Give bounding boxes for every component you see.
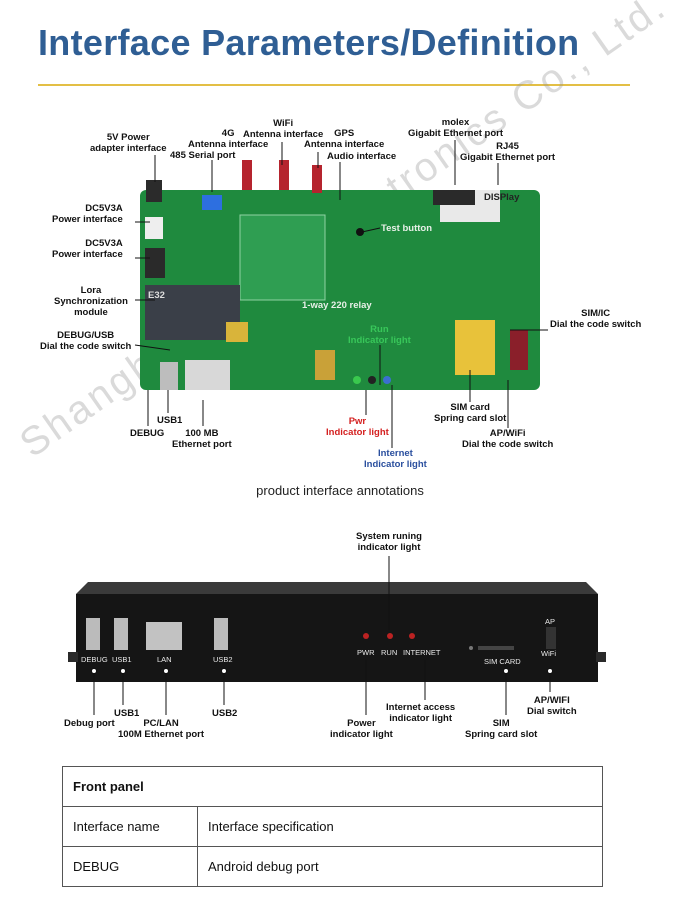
front-leader-lines xyxy=(91,556,553,715)
table-header-row: Front panel xyxy=(62,766,603,807)
label-pc-lan: PC/LAN 100M Ethernet port xyxy=(118,718,205,740)
label-usb1-board: USB1 xyxy=(157,415,183,426)
front-panel-table: Front panel Interface name Interface spe… xyxy=(62,766,603,887)
label-gps-antenna: GPS Antenna interface xyxy=(304,128,385,150)
pcb-leader-lines xyxy=(134,140,548,448)
table-row: Interface name Interface specification xyxy=(62,806,603,847)
label-dc5v3a-2: DC5V3A Power interface xyxy=(52,238,123,260)
label-4g-antenna: 4G Antenna interface xyxy=(188,128,269,150)
pcb-display-badge: DISPlay xyxy=(484,192,520,203)
label-ap-wifi-front: AP/WIFI Dial switch xyxy=(527,695,577,717)
label-dc5v3a-1: DC5V3A Power interface xyxy=(52,203,123,225)
label-debug-usb-switch: DEBUG/USB Dial the code switch xyxy=(40,330,132,352)
silk-usb2: USB2 xyxy=(213,655,233,664)
label-molex: molex Gigabit Ethernet port xyxy=(408,117,503,139)
label-rj45: RJ45 Gigabit Ethernet port xyxy=(460,141,555,163)
label-audio: Audio interface xyxy=(327,151,397,162)
label-relay: 1-way 220 relay xyxy=(302,300,372,311)
label-lora: Lora Synchronization module xyxy=(54,285,128,318)
label-test-button: Test button xyxy=(381,223,433,234)
label-485-serial: 485 Serial port xyxy=(170,150,236,161)
table-row: DEBUG Android debug port xyxy=(62,846,603,887)
silk-ap: AP xyxy=(545,617,556,626)
label-sim-ic: SIM/IC Dial the code switch xyxy=(550,308,642,330)
title-underline xyxy=(38,84,630,86)
label-ap-wifi-switch: AP/WiFi Dial the code switch xyxy=(462,428,554,450)
table-cell: Interface name xyxy=(62,806,198,847)
label-internet-access-light: Internet access indicator light xyxy=(386,702,456,724)
label-run-light: Run Indicator light xyxy=(348,324,411,346)
label-system-running-light: System runing indicator light xyxy=(356,531,422,553)
label-debug-board: DEBUG xyxy=(130,428,165,439)
silk-debug: DEBUG xyxy=(81,655,108,664)
silk-lan: LAN xyxy=(157,655,172,664)
label-5v-power: 5V Power adapter interface xyxy=(90,132,167,154)
page-title: Interface Parameters/Definition xyxy=(38,22,580,63)
label-usb2-front: USB2 xyxy=(212,708,238,719)
silk-sim-card: SIM CARD xyxy=(484,657,521,666)
table-header: Front panel xyxy=(62,766,603,807)
pcb-board-image xyxy=(140,190,540,390)
pcb-caption: product interface annotations xyxy=(256,483,424,498)
label-pwr-light: Pwr Indicator light xyxy=(326,416,389,438)
table-cell: Interface specification xyxy=(197,806,603,847)
label-wifi-antenna: WiFi Antenna interface xyxy=(243,118,324,140)
label-power-light: Power indicator light xyxy=(330,718,393,740)
silk-internet: INTERNET xyxy=(403,648,441,657)
table-cell: Android debug port xyxy=(197,846,603,887)
front-panel-device-image xyxy=(68,582,606,682)
pcb-module-text: E32 xyxy=(148,290,165,301)
label-100mb-ethernet: 100 MB Ethernet port xyxy=(172,428,232,450)
silk-usb1: USB1 xyxy=(112,655,132,664)
label-sim-card-slot: SIM card Spring card slot xyxy=(434,402,507,424)
table-cell: DEBUG xyxy=(62,846,198,887)
pcb-antennas xyxy=(146,160,322,202)
silk-run: RUN xyxy=(381,648,398,657)
label-internet-light: Internet Indicator light xyxy=(364,448,427,470)
label-usb1-front: USB1 xyxy=(114,708,140,719)
label-sim-slot-front: SIM Spring card slot xyxy=(465,718,538,740)
silk-pwr: PWR xyxy=(357,648,375,657)
label-debug-port: Debug port xyxy=(64,718,115,729)
silk-wifi: WiFi xyxy=(541,649,556,658)
